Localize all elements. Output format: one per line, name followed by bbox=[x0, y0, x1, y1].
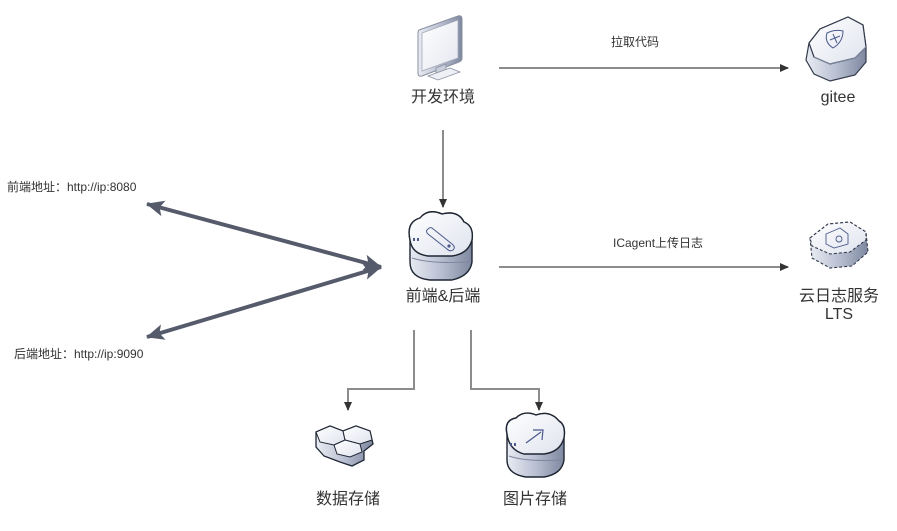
node-label-lts: 云日志服务 bbox=[798, 288, 879, 305]
shield-server-icon bbox=[805, 16, 867, 82]
node-label-gitee: gitee bbox=[820, 89, 856, 106]
backend-address-label: 后端地址：http://ip:9090 bbox=[14, 347, 144, 361]
backend-address-arrow bbox=[146, 264, 382, 340]
node-label-dev-env: 开发环境 bbox=[410, 89, 475, 106]
database-cluster-icon bbox=[315, 425, 374, 467]
edge-label-upload-logs: ICagent上传日志 bbox=[613, 236, 704, 250]
edge-app-to-image bbox=[470, 330, 543, 411]
monitor-icon bbox=[417, 15, 463, 81]
node-label-data-storage: 数据存储 bbox=[315, 491, 380, 508]
node-label-lts-sub: LTS bbox=[824, 306, 854, 323]
cloud-upload-icon bbox=[505, 412, 566, 478]
cloud-server-icon bbox=[408, 211, 474, 281]
edge-label-pull-code: 拉取代码 bbox=[611, 35, 660, 49]
frontend-address-arrow bbox=[146, 200, 382, 271]
edge-app-to-data bbox=[344, 330, 415, 411]
frontend-address-label: 前端地址：http://ip:8080 bbox=[7, 180, 137, 194]
node-label-frontend-backend: 前端&后端 bbox=[405, 288, 481, 305]
node-label-image-storage: 图片存储 bbox=[502, 491, 567, 508]
log-service-icon bbox=[809, 221, 869, 269]
